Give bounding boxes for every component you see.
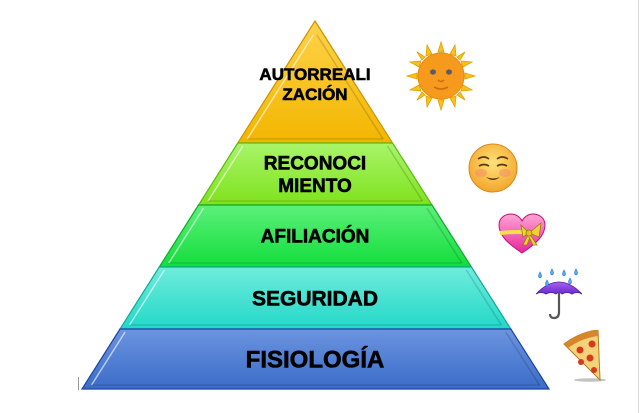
pyramid-tier-fisiologia: FISIOLOGÍA (80, 328, 551, 390)
umbrella-with-rain-icon (534, 268, 584, 322)
pizza-icon (560, 329, 608, 385)
tier-bevel-right (465, 269, 502, 326)
tier-bevel-left (90, 331, 126, 386)
tier-bevel-left (168, 207, 205, 264)
pyramid-tier-afiliacion: AFILIACIÓN (158, 204, 473, 268)
tier-bevel-right (505, 331, 541, 386)
tier-label: SEGURIDAD (252, 287, 378, 310)
tier-label: AUTORREALI (259, 65, 370, 84)
tier-label: FISIOLOGÍA (246, 345, 385, 373)
pyramid-tier-seguridad: SEGURIDAD (118, 266, 512, 330)
tier-label: MIENTO (278, 176, 352, 197)
tier-bevel-left (207, 145, 244, 202)
tier-label: RECONOCI (264, 153, 366, 174)
tier-bevel-right (386, 145, 424, 202)
tier-label: ZACIÓN (282, 85, 347, 104)
page-edge-divider (638, 0, 639, 413)
tier-bevel-right (316, 34, 384, 140)
sun-with-face-icon (405, 40, 477, 112)
smiling-face-icon (467, 142, 519, 194)
tier-shape (80, 328, 551, 390)
heart-with-ribbon-icon (497, 211, 547, 257)
tier-bevel-left (246, 34, 314, 140)
tier-bevel-left (128, 269, 165, 326)
text-cursor (78, 377, 79, 390)
tier-label: AFILIACIÓN (261, 226, 370, 248)
tier-bevel-right (426, 207, 463, 264)
